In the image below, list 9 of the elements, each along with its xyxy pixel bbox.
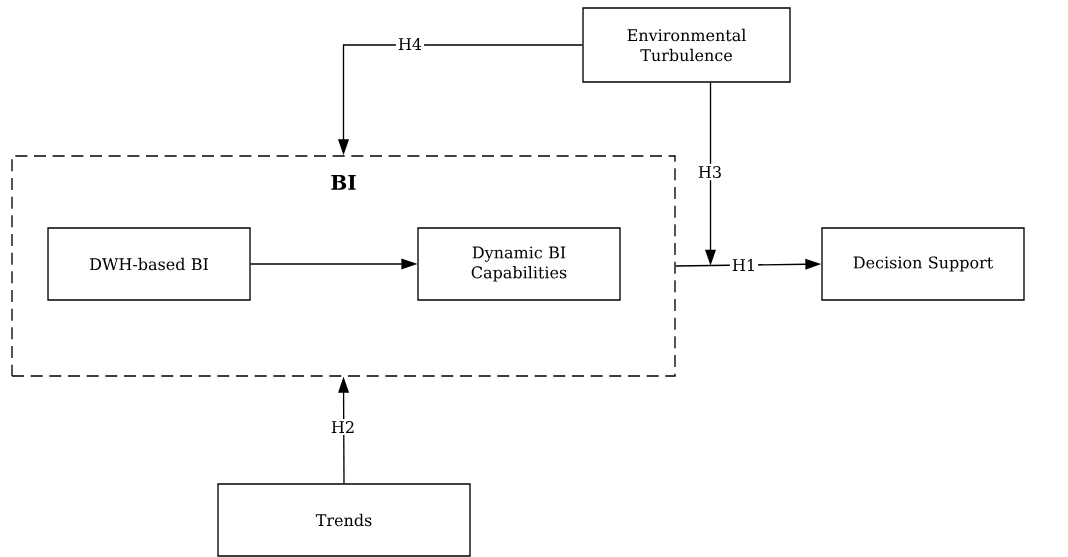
process-box: Decision Support [821, 227, 1025, 301]
edge-label: H3 [695, 163, 725, 181]
edge-label: H4 [395, 36, 425, 52]
process-box: DWH-based BI [47, 227, 251, 301]
edge-label: H1 [729, 257, 759, 273]
process-box: Dynamic BI Capabilities [417, 227, 621, 301]
edge-label: H2 [328, 419, 358, 435]
process-box: Trends [217, 483, 471, 557]
process-box: Environmental Turbulence [582, 7, 791, 83]
